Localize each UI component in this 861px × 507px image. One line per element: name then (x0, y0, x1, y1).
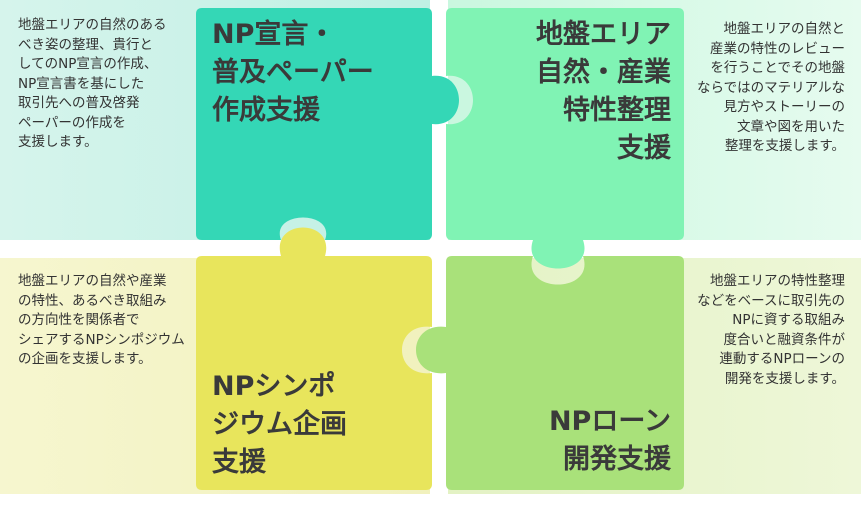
piece-title-bottom-left: NPシンポ ジウム企画 支援 (212, 368, 347, 482)
puzzle-piece-top-left (196, 8, 459, 240)
title-line: NPシンポ (212, 371, 336, 402)
description-line: 連動するNPローンの (719, 351, 845, 367)
description-top-left: 地盤エリアの自然のある べき姿の整理、貴行と してのNP宣言の作成、 NP宣言書… (18, 16, 167, 153)
description-line: 地盤エリアの自然や産業 (18, 273, 167, 289)
description-line: などをベースに取引先の (697, 292, 845, 309)
description-line: 度合いと融資条件が (723, 331, 846, 348)
description-line: の企画を支援します。 (18, 351, 152, 367)
description-line: NP宣言書を基にした (18, 75, 145, 92)
description-line: 産業の特性のレビュー (710, 40, 845, 57)
horizontal-divider (0, 240, 861, 258)
description-line: 整理を支援します。 (724, 138, 845, 154)
description-line: の方向性を関係者で (18, 312, 140, 328)
title-line: 特性整理 (563, 95, 671, 126)
description-bottom-left: 地盤エリアの自然や産業 の特性、あるべき取組み の方向性を関係者で シェアするN… (18, 272, 185, 370)
description-line: 開発を支援します。 (724, 370, 845, 387)
description-line: シェアするNPシンポジウム (18, 331, 185, 348)
description-line: NPに資する取組み (732, 312, 845, 328)
description-line: 取引先への普及啓発 (18, 95, 140, 111)
description-bottom-right: 地盤エリアの特性整理 などをベースに取引先の NPに資する取組み 度合いと融資条… (697, 272, 845, 389)
description-line: 文章や図を用いた (737, 118, 845, 135)
title-line: 普及ペーパー (212, 57, 374, 88)
description-line: 地盤エリアの自然と (723, 21, 846, 37)
description-top-right: 地盤エリアの自然と 産業の特性のレビュー を行うことでその地盤 ならではのマテリ… (697, 20, 845, 157)
title-line: NP宣言・ (212, 19, 336, 50)
title-line: 自然・産業 (536, 57, 671, 88)
title-line: ジウム企画 (212, 409, 347, 440)
puzzle-piece-bottom-left (196, 227, 432, 490)
description-line: を行うことでその地盤 (710, 60, 845, 76)
puzzle-piece-bottom-right (416, 256, 684, 490)
piece-title-top-right: 地盤エリア 自然・産業 特性整理 支援 (536, 16, 671, 168)
title-line: 作成支援 (212, 95, 320, 126)
description-line: ならではのマテリアルな (697, 79, 845, 96)
description-line: してのNP宣言の作成、 (18, 56, 158, 72)
title-line: 地盤エリア (536, 19, 671, 50)
puzzle-piece-top-right (446, 8, 684, 269)
description-line: べき姿の整理、貴行と (18, 36, 153, 53)
title-line: 支援 (212, 447, 266, 478)
description-line: ペーパーの作成を (18, 114, 126, 131)
description-line: 見方やストーリーの (723, 99, 846, 115)
title-line: NPローン (548, 406, 671, 437)
title-line: 開発支援 (563, 444, 671, 475)
piece-title-bottom-right: NPローン 開発支援 (549, 403, 671, 479)
description-line: の特性、あるべき取組み (18, 292, 167, 309)
description-line: 地盤エリアの特性整理 (710, 273, 845, 289)
description-line: 支援します。 (18, 134, 98, 150)
title-line: 支援 (617, 133, 671, 164)
piece-title-top-left: NP宣言・ 普及ペーパー 作成支援 (212, 16, 374, 130)
description-line: 地盤エリアの自然のある (18, 17, 167, 33)
